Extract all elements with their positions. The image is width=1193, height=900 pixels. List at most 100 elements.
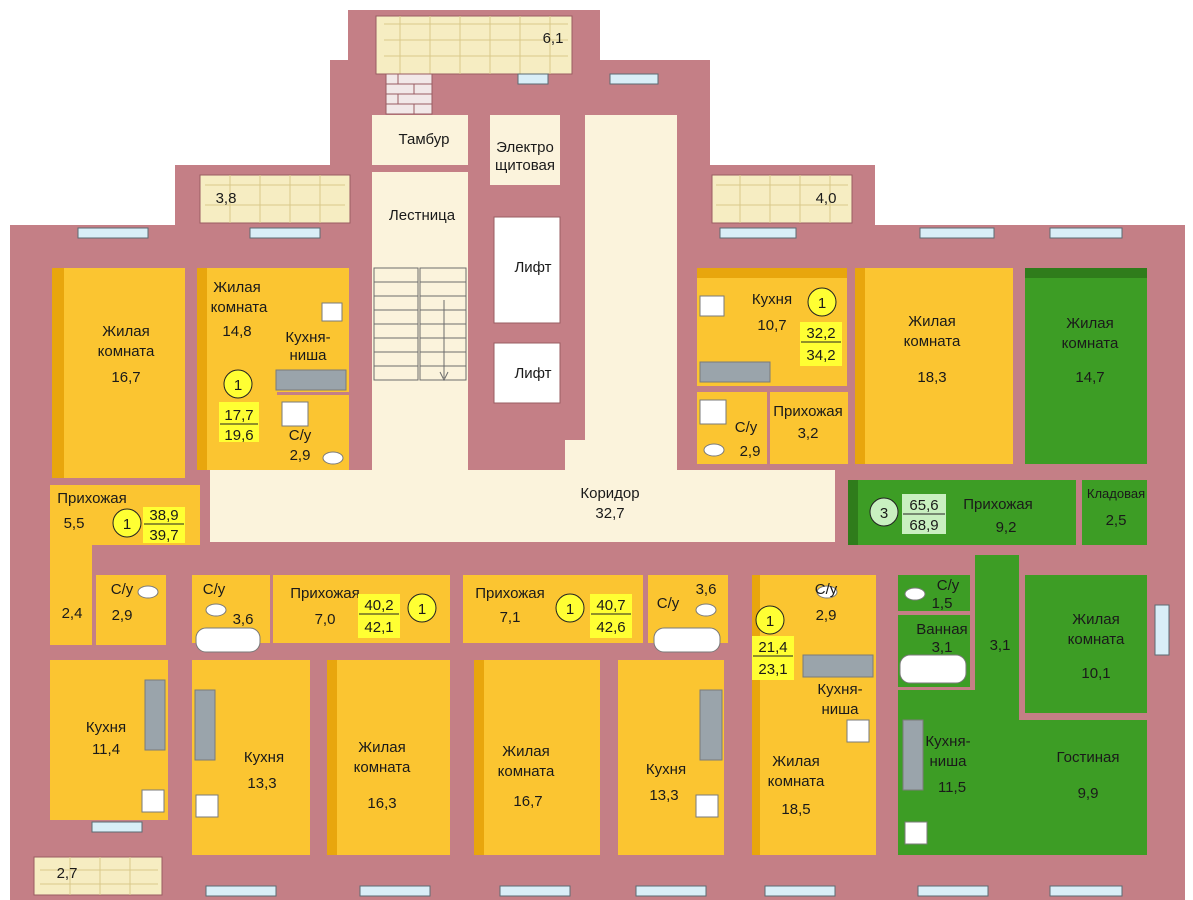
badge-tl-total-a: 38,9 xyxy=(149,507,178,524)
room-tl-hall-small xyxy=(50,545,92,645)
electro-label-2: щитовая xyxy=(495,157,555,174)
g-living-mid-l1: Жилая xyxy=(1072,611,1119,628)
windows xyxy=(77,73,1170,897)
g-guest-name: Гостиная xyxy=(1057,749,1120,766)
b2-hall-area: 7,0 xyxy=(315,611,336,628)
corridor-area: 32,7 xyxy=(595,505,624,522)
b2-kitchen-area: 13,3 xyxy=(247,775,276,792)
tl-bath-name: С/у xyxy=(111,581,134,598)
badge-s-total-b: 19,6 xyxy=(224,427,253,444)
badge-b2-total-a: 40,2 xyxy=(364,597,393,614)
g-passage-area: 3,1 xyxy=(990,637,1011,654)
b4-living-l2: комната xyxy=(768,773,825,790)
b3-hall-area: 7,1 xyxy=(500,609,521,626)
b4-kitchen-l1: Кухня- xyxy=(817,681,862,698)
badge-g-rooms: 3 xyxy=(880,505,888,522)
badge-g-total-a: 65,6 xyxy=(909,497,938,514)
tl-living-l1: Жилая xyxy=(102,323,149,340)
room-g-guest xyxy=(1018,720,1147,855)
tambur-label: Тамбур xyxy=(399,131,450,148)
s-kitchen-l2: ниша xyxy=(289,347,327,364)
stairs-label: Лестница xyxy=(389,207,456,224)
tl-hall-name: Прихожая xyxy=(57,490,127,507)
s-living-l1: Жилая xyxy=(213,279,260,296)
lift-2 xyxy=(493,342,561,404)
lift-2-label: Лифт xyxy=(514,365,551,382)
b3-kitchen-area: 13,3 xyxy=(649,787,678,804)
badge-b3-total-a: 40,7 xyxy=(596,597,625,614)
b2-bath-name: С/у xyxy=(203,581,226,598)
brick-block xyxy=(385,73,433,115)
b3-bath-area: 3,6 xyxy=(696,581,717,598)
tr-kitchen-area: 10,7 xyxy=(757,317,786,334)
b3-living-l1: Жилая xyxy=(502,743,549,760)
apartment-badges: 1 38,9 39,7 1 17,7 19,6 1 40,2 42,1 1 xyxy=(112,287,946,680)
balcony-top xyxy=(375,15,573,75)
badge-s-total-a: 17,7 xyxy=(224,407,253,424)
b2-living-l1: Жилая xyxy=(358,739,405,756)
s-bath-area: 2,9 xyxy=(290,447,311,464)
balconies xyxy=(33,15,853,896)
tr-hall-name: Прихожая xyxy=(773,403,843,420)
bl-kitchen-area: 11,4 xyxy=(92,741,120,758)
tl-bath-area: 2,9 xyxy=(112,607,133,624)
corridor xyxy=(210,470,835,542)
room-g-living-mid xyxy=(1025,575,1147,713)
b4-living-l1: Жилая xyxy=(772,753,819,770)
balcony-bottom-left-area: 2,7 xyxy=(57,865,78,882)
badge-b2-total-b: 42,1 xyxy=(364,619,393,636)
electro-label-1: Электро xyxy=(496,139,554,156)
tr-hall-area: 3,2 xyxy=(798,425,819,442)
g-storage-name: Кладовая xyxy=(1087,486,1145,501)
g-kitchen-l2: ниша xyxy=(929,753,967,770)
badge-b2: 1 40,2 42,1 xyxy=(358,593,437,638)
tl-hall-small-area: 2,4 xyxy=(62,605,83,622)
balcony-right xyxy=(711,174,853,224)
b3-bath-name: С/у xyxy=(657,595,680,612)
b2-living-area: 16,3 xyxy=(367,795,396,812)
g-wc-name: С/у xyxy=(937,577,960,594)
b3-living-l2: комната xyxy=(498,763,555,780)
badge-b4-total-a: 21,4 xyxy=(758,639,787,656)
g-hall-name: Прихожая xyxy=(963,496,1033,513)
corridor-label: Коридор xyxy=(580,485,639,502)
balcony-left-area: 3,8 xyxy=(216,190,237,207)
badge-s: 1 17,7 19,6 xyxy=(219,369,259,444)
bl-kitchen-name: Кухня xyxy=(86,719,126,736)
badge-b3-rooms: 1 xyxy=(566,601,574,618)
badge-s-rooms: 1 xyxy=(234,377,242,394)
tr-bath-area: 2,9 xyxy=(740,443,761,460)
b4-bath-area: 2,9 xyxy=(816,607,837,624)
b2-bath-area: 3,6 xyxy=(233,611,254,628)
b3-hall-name: Прихожая xyxy=(475,585,545,602)
g-bath-name: Ванная xyxy=(916,621,967,638)
g-living-top-l1: Жилая xyxy=(1066,315,1113,332)
badge-b3-total-b: 42,6 xyxy=(596,619,625,636)
core xyxy=(210,115,835,542)
b4-bath-name: С/у xyxy=(815,581,838,598)
balcony-left xyxy=(199,174,351,224)
tr-bath-name: С/у xyxy=(735,419,758,436)
labels: 6,1 3,8 4,0 2,7 Тамбур Электро щитовая Л… xyxy=(57,30,1146,882)
balcony-right-area: 4,0 xyxy=(816,190,837,207)
b2-hall-name: Прихожая xyxy=(290,585,360,602)
s-kitchen-l1: Кухня- xyxy=(285,329,330,346)
g-living-top-l2: комната xyxy=(1062,335,1119,352)
g-living-mid-area: 10,1 xyxy=(1081,665,1110,682)
badge-g-total-b: 68,9 xyxy=(909,517,938,534)
tl-living-area: 16,7 xyxy=(111,369,140,386)
room-tr-living xyxy=(855,268,1013,464)
badge-tr: 1 32,2 34,2 xyxy=(800,287,842,366)
tl-hall-area: 5,5 xyxy=(64,515,85,532)
badge-tr-total-b: 34,2 xyxy=(806,347,835,364)
room-tl-bath xyxy=(96,575,166,645)
b4-kitchen-l2: ниша xyxy=(821,701,859,718)
room-g-storage xyxy=(1082,480,1147,545)
s-living-l2: комната xyxy=(211,299,268,316)
tr-living-area: 18,3 xyxy=(917,369,946,386)
g-kitchen-l1: Кухня- xyxy=(925,733,970,750)
room-b3-living xyxy=(474,660,600,855)
room-tl-living xyxy=(52,268,185,478)
lift-1-label: Лифт xyxy=(514,259,551,276)
g-storage-area: 2,5 xyxy=(1106,512,1127,529)
